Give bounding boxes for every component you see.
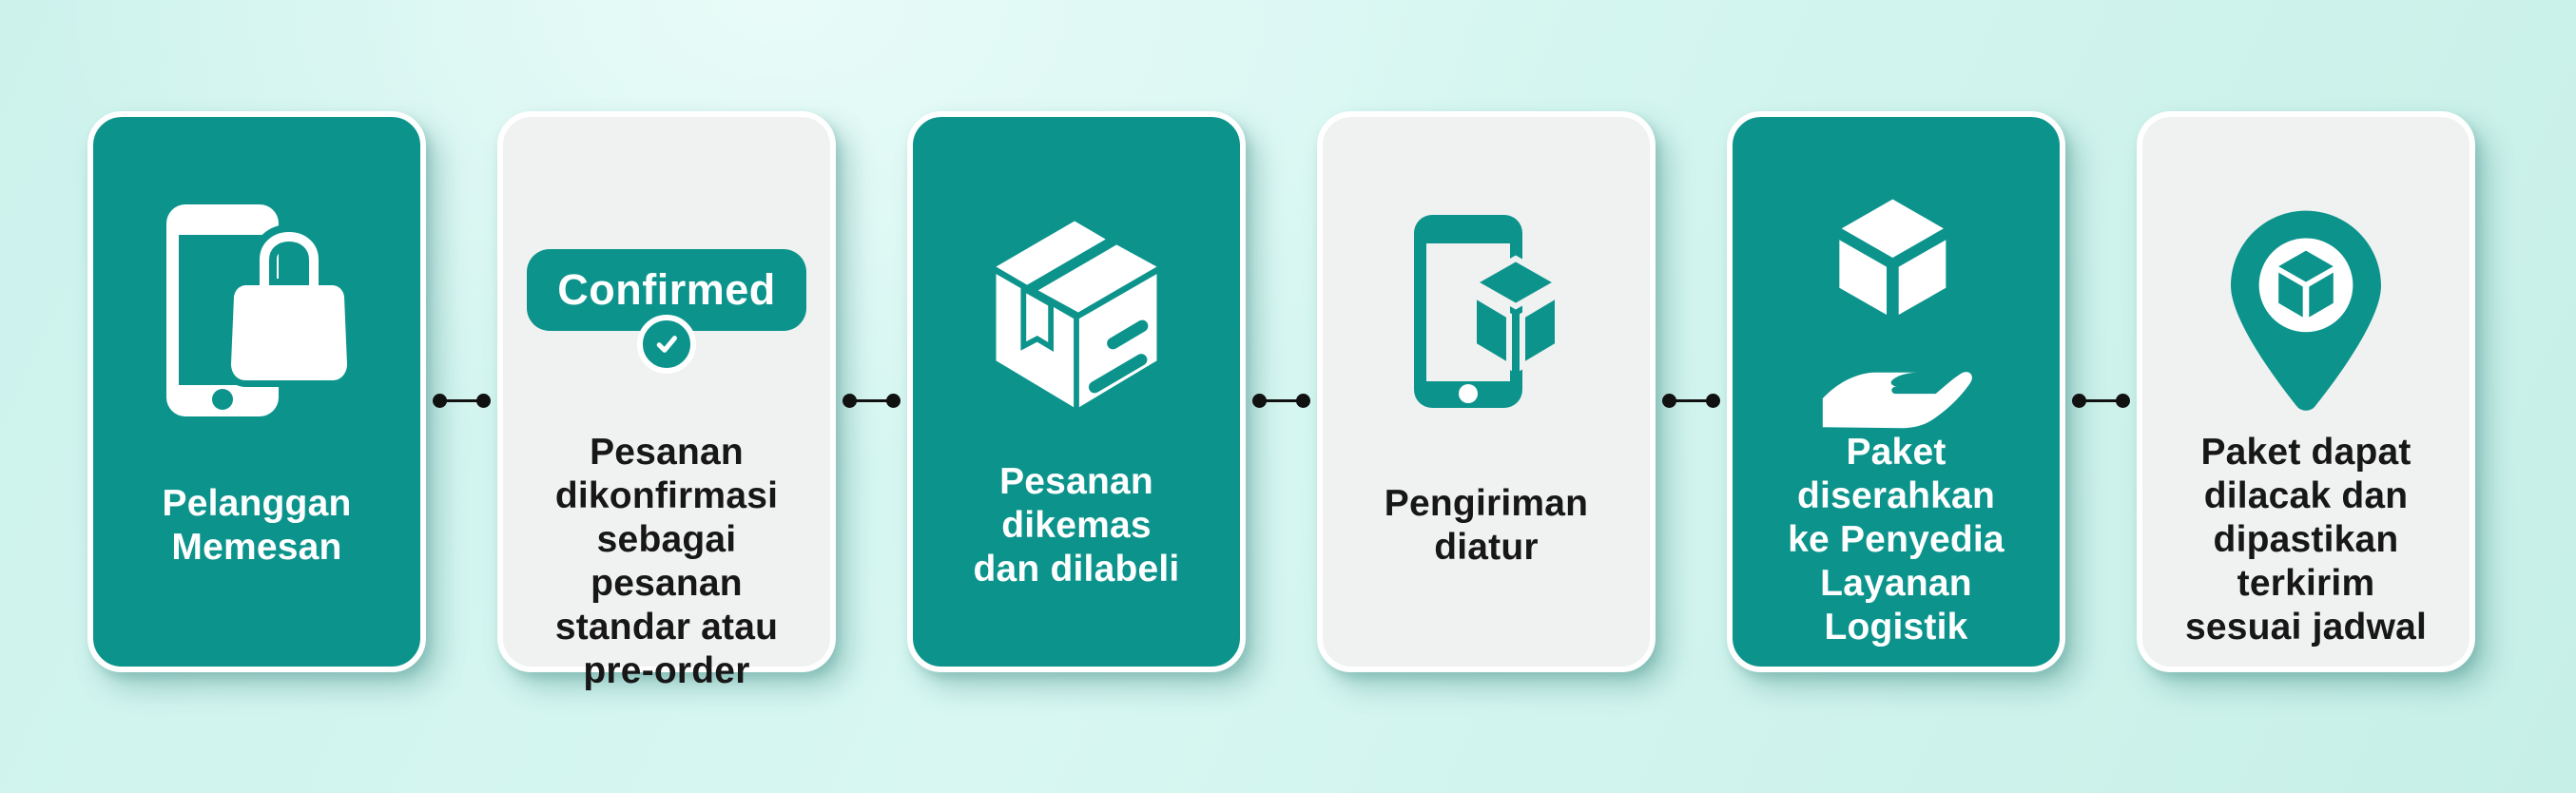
step-label-line: diatur	[1434, 527, 1539, 568]
connector-dot	[433, 393, 447, 408]
connector-line	[439, 398, 484, 402]
step-label-line: Paket dapat	[2200, 432, 2411, 473]
step-label-line: Pesanan	[590, 432, 744, 473]
connector-dot	[1706, 393, 1720, 408]
connector-4	[1662, 393, 1720, 408]
connector-dot	[2072, 393, 2086, 408]
phone-cube-icon	[1414, 215, 1559, 408]
step-icon-area: Confirmed	[524, 191, 809, 431]
connector-2	[843, 393, 901, 408]
step-label-line: sebagai pesanan	[591, 519, 743, 604]
step-label-line: dipastikan terkirim	[2213, 519, 2399, 604]
step-icon-area	[114, 191, 399, 431]
connector-dot	[1252, 393, 1267, 408]
connector-dot	[886, 393, 901, 408]
check-circle-icon	[637, 314, 696, 374]
step-label-line: Pengiriman	[1384, 483, 1589, 524]
connector-line	[2079, 398, 2123, 402]
step-icon-area	[1753, 191, 2039, 431]
step-label-line: Pesanan dikemas	[999, 461, 1153, 546]
connector-line	[849, 398, 894, 402]
connector-1	[433, 393, 491, 408]
step-label-line: sesuai jadwal	[2184, 607, 2428, 648]
step-label-line: dikonfirmasi	[554, 475, 779, 516]
step-icon-area	[2163, 191, 2449, 431]
phone-shopping-bag-icon	[166, 204, 347, 418]
step-label-line: dan dilabeli	[973, 549, 1180, 590]
package-box-icon	[985, 208, 1168, 414]
check-mark-icon	[650, 328, 683, 360]
connector-3	[1252, 393, 1310, 408]
step-icon-area	[1344, 191, 1629, 431]
step-label-line: dilacak dan	[2203, 475, 2409, 516]
step-label-line: Pelanggan	[162, 483, 352, 524]
step-label-line: standar atau	[554, 607, 779, 648]
connector-dot	[843, 393, 857, 408]
step-icon-area	[934, 191, 1219, 431]
connector-dot	[476, 393, 491, 408]
confirmed-badge-icon: Confirmed	[527, 248, 806, 374]
connector-line	[1259, 398, 1304, 402]
connector-5	[2072, 393, 2130, 408]
step-label-line: Memesan	[171, 527, 342, 568]
connector-dot	[1296, 393, 1310, 408]
connector-dot	[2116, 393, 2130, 408]
step-label-line: ke Penyedia	[1788, 519, 2005, 560]
connector-line	[1669, 398, 1714, 402]
hand-holding-cube-icon	[1816, 192, 1976, 430]
step-label-line: Paket diserahkan	[1797, 432, 1995, 516]
step-label-line: pre-order	[583, 650, 750, 691]
location-pin-cube-icon	[2231, 210, 2381, 412]
step-label-line: Layanan Logistik	[1820, 563, 1972, 648]
connector-dot	[1662, 393, 1676, 408]
